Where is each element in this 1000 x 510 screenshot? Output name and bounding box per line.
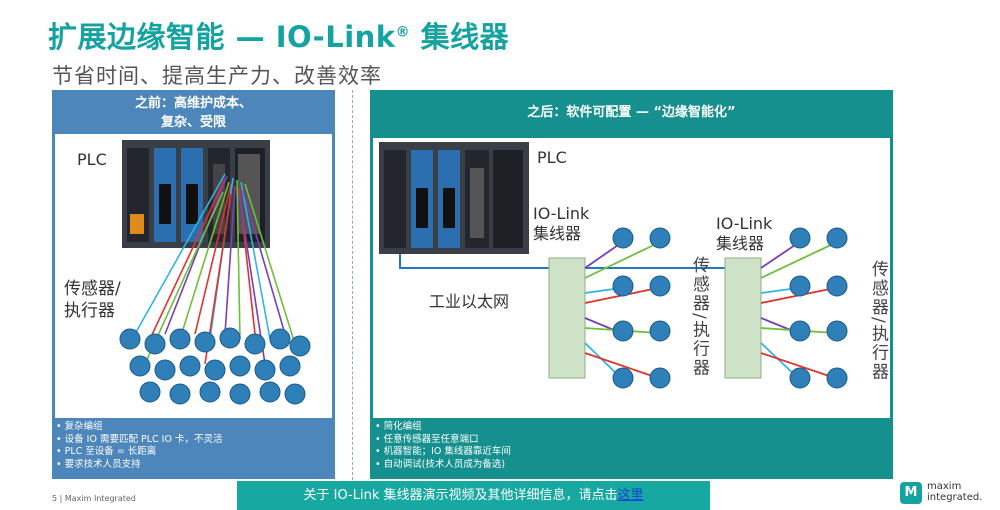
after-diagram: PLC IO-Link 集线器 IO-Link 集线器 工业以太网 传感器/执行… bbox=[373, 138, 890, 418]
slide-title: 扩展边缘智能 — IO-Link® 集线器 bbox=[48, 14, 509, 56]
maxim-logo: M maxim integrated. bbox=[900, 480, 995, 508]
panel-divider bbox=[352, 90, 353, 485]
after-heading: 之后：软件可配置 — “边缘智能化” bbox=[527, 105, 736, 120]
hub2-graphic bbox=[724, 257, 762, 379]
maxim-logo-icon: M bbox=[900, 482, 922, 504]
after-panel: 之后：软件可配置 — “边缘智能化” bbox=[370, 90, 893, 479]
slide-subtitle: 节省时间、提高生产力、改善效率 bbox=[52, 64, 382, 88]
before-plc-label: PLC bbox=[77, 150, 107, 169]
brand-line2: integrated. bbox=[927, 492, 983, 503]
maxim-logo-text: maxim integrated. bbox=[927, 481, 982, 503]
after-bullet-list: 简化编组 任意传感器至任意端口 机器智能；IO 集线器靠近车间 自动调试(技术人… bbox=[375, 421, 885, 471]
after-bullet-2: 任意传感器至任意端口 bbox=[375, 434, 885, 447]
footer-banner-text: 关于 IO-Link 集线器演示视频及其他详细信息，请点击 bbox=[303, 488, 618, 503]
after-diagram-graphic bbox=[379, 142, 848, 389]
hub1-label: IO-Link 集线器 bbox=[533, 204, 589, 244]
title-registered-mark: ® bbox=[395, 24, 411, 41]
footer-banner: 关于 IO-Link 集线器演示视频及其他详细信息，请点击这里 bbox=[237, 481, 710, 510]
ethernet-label: 工业以太网 bbox=[429, 292, 510, 311]
after-bullet-3: 机器智能；IO 集线器靠近车间 bbox=[375, 446, 885, 459]
hub1-graphic bbox=[548, 257, 586, 379]
footer-here-link[interactable]: 这里 bbox=[617, 488, 644, 503]
sensor-cluster-graphic bbox=[119, 327, 311, 405]
after-plc-label: PLC bbox=[537, 148, 567, 167]
after-bullet-1: 简化编组 bbox=[375, 421, 885, 434]
hub1-wiring-graphic bbox=[584, 242, 659, 379]
before-sensor-label: 传感器/ 执行器 bbox=[64, 278, 121, 322]
hub2-label-line1: IO-Link bbox=[716, 214, 773, 233]
after-sensor-label-mid: 传感器/执行器 bbox=[689, 256, 709, 378]
before-sensor-label-line2: 执行器 bbox=[64, 301, 115, 321]
before-diagram: PLC 传感器/ 执行器 bbox=[55, 134, 332, 418]
before-bullet-1: 复杂编组 bbox=[56, 421, 331, 434]
before-heading-line1: 之前：高维护成本、 bbox=[134, 96, 252, 111]
hub1-label-line1: IO-Link bbox=[533, 204, 590, 223]
title-main: 扩展边缘智能 — IO-Link bbox=[48, 20, 396, 54]
page-footer-info: 5 | Maxim Integrated bbox=[52, 494, 136, 503]
before-panel: 之前：高维护成本、 复杂、受限 bbox=[52, 90, 335, 479]
before-bullet-3: PLC 至设备 = 长距离 bbox=[56, 446, 331, 459]
hub2-label-line2: 集线器 bbox=[716, 234, 765, 253]
before-heading: 之前：高维护成本、 复杂、受限 bbox=[52, 90, 335, 134]
after-sensor-label-right: 传感器/执行器 bbox=[868, 260, 888, 382]
after-plc-rack-graphic bbox=[379, 142, 529, 254]
before-bullet-list: 复杂编组 设备 IO 需要匹配 PLC IO 卡，不灵活 PLC 至设备 = 长… bbox=[56, 421, 331, 471]
before-bullet-2: 设备 IO 需要匹配 PLC IO 卡，不灵活 bbox=[56, 434, 331, 447]
hub1-label-line2: 集线器 bbox=[533, 224, 582, 243]
before-diagram-graphic bbox=[119, 140, 311, 405]
hub2-wiring-graphic bbox=[760, 242, 836, 379]
brand-line1: maxim bbox=[927, 481, 962, 492]
after-bullet-4: 自动调试(技术人员成为备选) bbox=[375, 459, 885, 472]
title-suffix: 集线器 bbox=[410, 20, 510, 54]
after-sensors-graphic bbox=[612, 227, 848, 389]
before-heading-line2: 复杂、受限 bbox=[160, 115, 226, 130]
before-sensor-label-line1: 传感器/ bbox=[64, 279, 121, 299]
hub2-label: IO-Link 集线器 bbox=[716, 214, 772, 254]
wiring-graphic bbox=[134, 173, 296, 365]
before-bullet-4: 要求技术人员支持 bbox=[56, 459, 331, 472]
